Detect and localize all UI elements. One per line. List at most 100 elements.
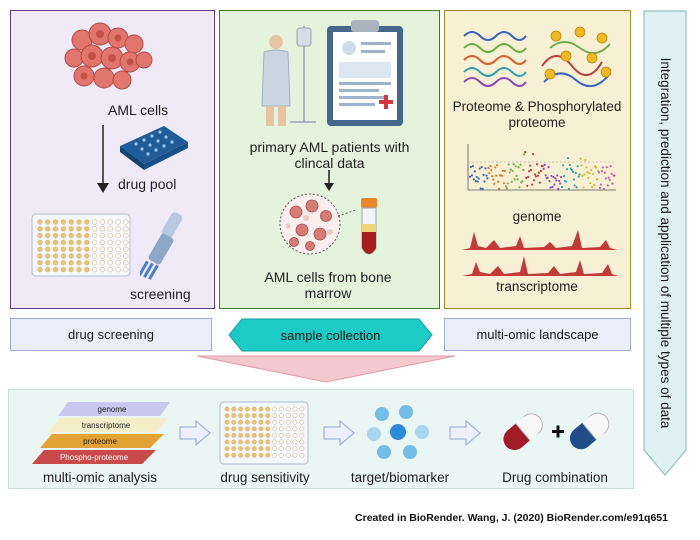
plate-well — [299, 426, 305, 432]
plate-well — [292, 426, 298, 432]
manhattan-point — [561, 185, 564, 189]
manhattan-point — [542, 167, 545, 170]
plate-well — [299, 446, 305, 452]
plate-well — [37, 219, 43, 225]
plate-well — [60, 226, 67, 232]
plate-well — [231, 406, 237, 412]
manhattan-point — [559, 182, 562, 185]
omics-layers-icon: genome transcriptome proteome Phospho-pr… — [32, 402, 170, 464]
manhattan-point — [494, 166, 497, 169]
manhattan-point — [511, 169, 514, 173]
manhattan-point — [533, 173, 537, 176]
plate-well — [285, 432, 291, 438]
plate-well — [60, 239, 67, 246]
manhattan-point — [489, 164, 492, 168]
manhattan-point — [556, 174, 559, 177]
plate-well — [107, 260, 113, 266]
manhattan-point — [480, 166, 483, 169]
plate-well — [76, 260, 82, 266]
manhattan-point — [595, 178, 599, 181]
plate-well — [244, 419, 250, 425]
plate-well — [68, 260, 74, 266]
manhattan-point — [593, 183, 596, 186]
plate-well — [278, 406, 284, 412]
plate-well — [292, 419, 298, 425]
manhattan-point — [600, 170, 604, 173]
plate-well — [68, 239, 74, 246]
plate-well — [123, 253, 129, 259]
manhattan-point — [502, 182, 506, 185]
manhattan-point — [568, 163, 572, 167]
plate-well — [299, 419, 305, 425]
plate-well — [37, 232, 43, 239]
plate-well — [238, 426, 244, 432]
drug-plate-icon — [120, 126, 188, 170]
manhattan-point — [586, 171, 589, 174]
plate-well — [258, 432, 264, 438]
plate-well — [99, 239, 106, 246]
manhattan-point — [504, 185, 507, 188]
manhattan-point — [580, 164, 583, 167]
multi-omic-landscape-stage: multi-omic landscape — [444, 318, 631, 351]
manhattan-point — [603, 171, 606, 174]
plate-well — [99, 219, 106, 225]
plate-well — [278, 419, 284, 425]
plate-well — [115, 219, 121, 225]
manhattan-point — [518, 186, 521, 189]
plate-well — [91, 226, 98, 232]
manhattan-point — [591, 185, 594, 189]
plate-well — [76, 219, 82, 225]
plate-well — [68, 219, 74, 225]
step-multi-omic-analysis: multi-omic analysis — [42, 470, 158, 485]
plate-well — [99, 232, 106, 239]
manhattan-point — [501, 169, 505, 172]
manhattan-plot-icon — [467, 144, 616, 191]
plate-well — [265, 432, 271, 438]
plate-well — [224, 452, 230, 458]
manhattan-point — [515, 174, 518, 177]
plate-well — [45, 246, 51, 252]
plate-well — [99, 260, 106, 266]
manhattan-point — [573, 184, 576, 187]
manhattan-point — [495, 174, 498, 177]
plate-well — [84, 232, 90, 239]
plate-well — [45, 253, 51, 259]
manhattan-point — [486, 177, 489, 180]
manhattan-point — [475, 175, 478, 179]
plate-well — [45, 232, 51, 239]
plate-well — [60, 219, 67, 225]
manhattan-point — [530, 168, 533, 172]
manhattan-point — [535, 163, 539, 166]
plate-well — [231, 446, 237, 452]
expression-track-icon — [462, 230, 618, 276]
plate-well — [244, 406, 250, 412]
plate-well — [84, 260, 90, 266]
manhattan-point — [469, 165, 473, 169]
plate-well — [91, 266, 98, 273]
screening-label: screening — [130, 286, 191, 302]
step-drug-sensitivity: drug sensitivity — [220, 470, 310, 485]
plate-well — [76, 266, 82, 273]
cell-cluster-icon — [64, 22, 153, 90]
plate-well — [107, 246, 113, 252]
plate-well — [84, 246, 90, 252]
manhattan-point — [484, 167, 487, 170]
manhattan-point — [608, 178, 611, 181]
manhattan-point — [488, 172, 491, 175]
manhattan-point — [485, 174, 488, 177]
plate-well — [60, 260, 67, 266]
plate-well — [52, 253, 59, 259]
plate-well — [224, 413, 230, 419]
plate-well — [272, 426, 278, 432]
plate-well — [68, 226, 74, 232]
plate-well — [60, 253, 67, 259]
plate-well — [123, 260, 129, 266]
plate-well — [91, 232, 98, 239]
plate-well — [258, 452, 264, 458]
manhattan-point — [493, 182, 496, 185]
proteome-label: Proteome & Phosphorylated proteome — [452, 99, 622, 130]
plate-well — [99, 253, 106, 259]
plate-well — [60, 246, 67, 252]
plate-well — [84, 226, 90, 232]
manhattan-point — [536, 174, 539, 177]
